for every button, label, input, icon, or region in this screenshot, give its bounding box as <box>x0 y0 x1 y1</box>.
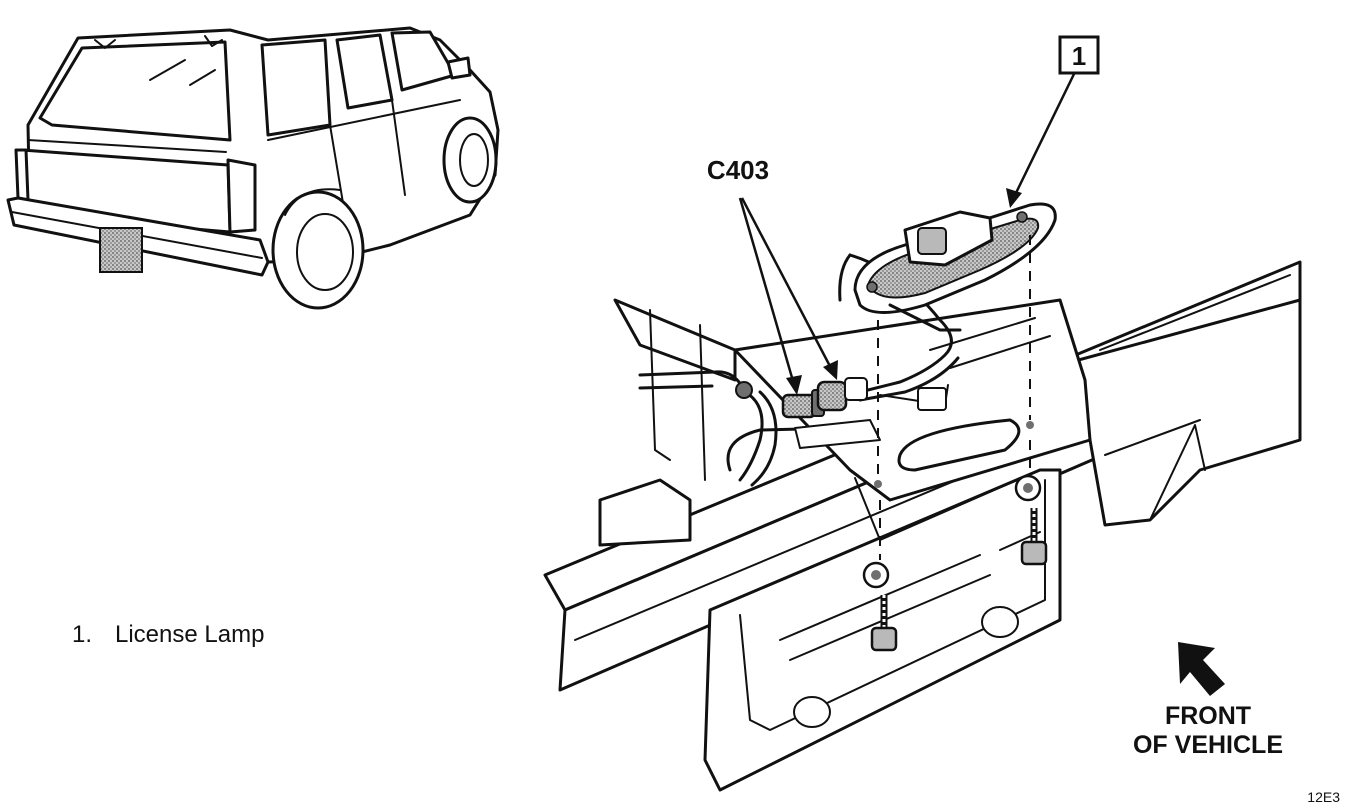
callout-1-leader <box>1013 73 1076 196</box>
connector-label: C403 <box>707 155 769 185</box>
front-arrow-icon <box>1178 642 1225 696</box>
figure-code: 12E3 <box>1307 789 1340 805</box>
front-of-vehicle-indicator: FRONT OF VEHICLE <box>1133 642 1283 759</box>
legend: 1. License Lamp <box>72 621 264 648</box>
license-lamp <box>853 202 1057 332</box>
front-label-line2: OF VEHICLE <box>1133 731 1283 759</box>
vehicle-locator-illustration <box>6 26 500 310</box>
lock-washer-left <box>862 561 890 589</box>
callout-1: 1 <box>1006 35 1100 208</box>
front-label-line1: FRONT <box>1165 702 1251 730</box>
callout-c403: C403 <box>707 155 838 395</box>
c403-leader-right <box>740 197 835 373</box>
c403-arrowhead-right <box>823 360 838 380</box>
callout-1-number: 1 <box>1072 41 1086 71</box>
mounting-fasteners <box>862 474 1048 652</box>
legend-item-1-number: 1. <box>72 621 92 648</box>
alignment-lines <box>874 235 1034 560</box>
wiring-harness <box>638 253 960 487</box>
connector-c403 <box>735 377 868 419</box>
screw-left <box>870 595 898 652</box>
screw-right <box>1020 508 1048 566</box>
c403-leader-left <box>738 197 797 389</box>
callout-1-arrowhead <box>1006 188 1022 208</box>
lock-washer-right <box>1014 474 1042 502</box>
legend-item-1-text: License Lamp <box>115 621 264 648</box>
c403-arrowhead-left <box>786 375 802 395</box>
